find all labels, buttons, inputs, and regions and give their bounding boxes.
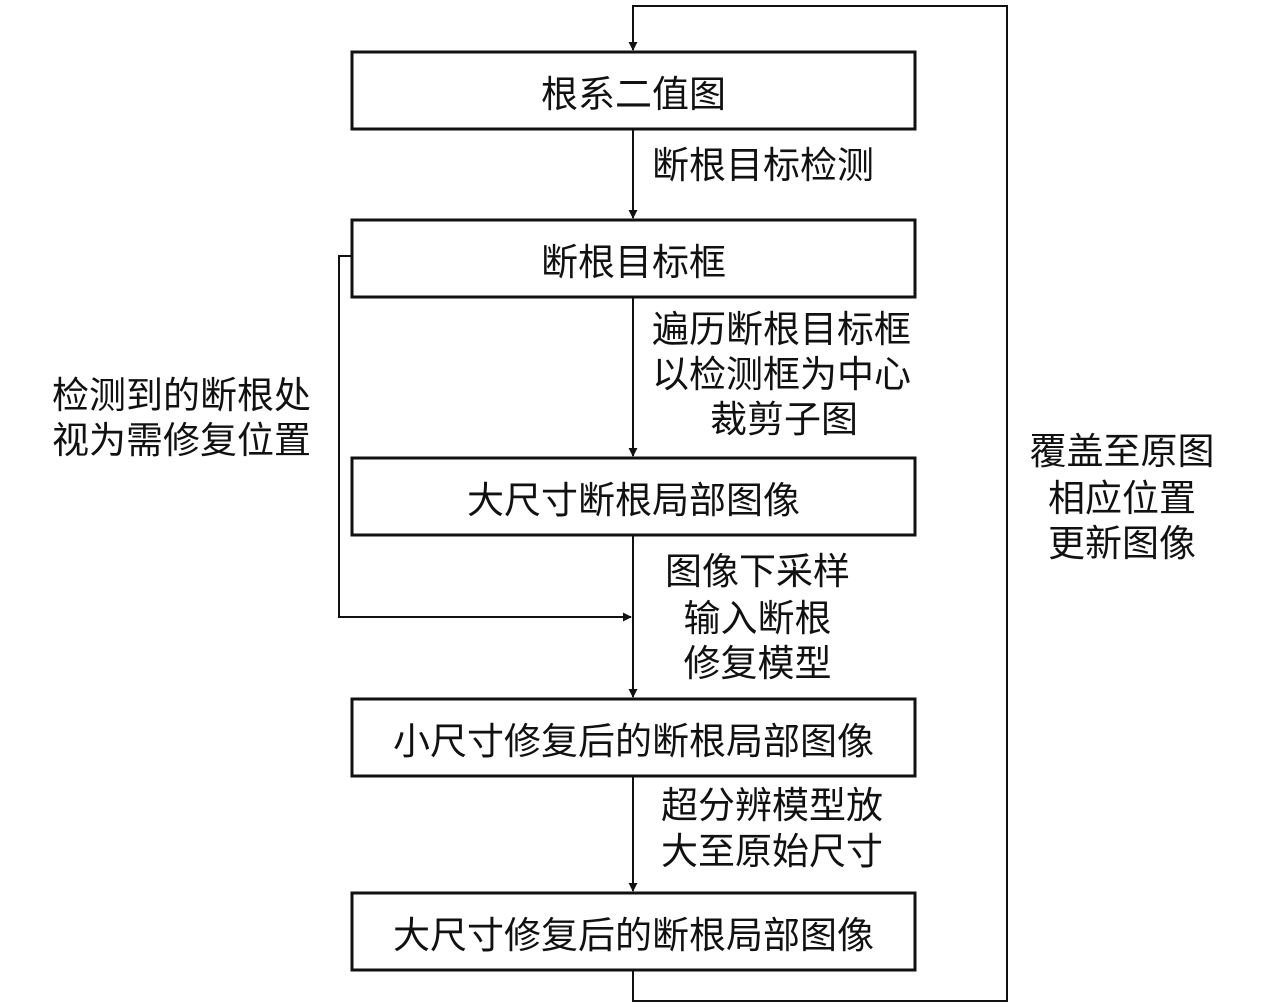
arrow-right-loop <box>628 5 1008 1002</box>
side-label-right-3: 更新图像 <box>1048 522 1196 565</box>
side-label-left-2: 视为需修复位置 <box>52 419 311 462</box>
box-large-repaired: 大尺寸修复后的断根局部图像 <box>393 913 874 957</box>
edge-label-traverse-2: 以检测框为中心 <box>652 353 911 396</box>
edge-label-traverse-3: 裁剪子图 <box>710 398 858 441</box>
side-label-left-1: 检测到的断根处 <box>52 374 311 417</box>
edge-label-downsample-1: 图像下采样 <box>665 550 850 593</box>
box-large-local: 大尺寸断根局部图像 <box>467 478 800 522</box>
edge-label-superres-2: 大至原始尺寸 <box>661 830 883 873</box>
edge-label-traverse-1: 遍历断根目标框 <box>652 308 911 351</box>
edge-label-downsample-3: 修复模型 <box>683 642 832 685</box>
arrow-left-loop <box>338 255 632 622</box>
box-small-repaired: 小尺寸修复后的断根局部图像 <box>393 719 874 763</box>
side-label-right-2: 相应位置 <box>1048 477 1196 520</box>
edge-label-downsample-2: 输入断根 <box>683 597 832 640</box>
box-break-box: 断根目标框 <box>541 240 726 284</box>
edge-label-superres-1: 超分辨模型放 <box>661 784 883 827</box>
side-label-right-1: 覆盖至原图 <box>1029 430 1215 473</box>
edge-label-detect: 断根目标检测 <box>652 144 874 187</box>
box-root-binary: 根系二值图 <box>541 72 726 116</box>
